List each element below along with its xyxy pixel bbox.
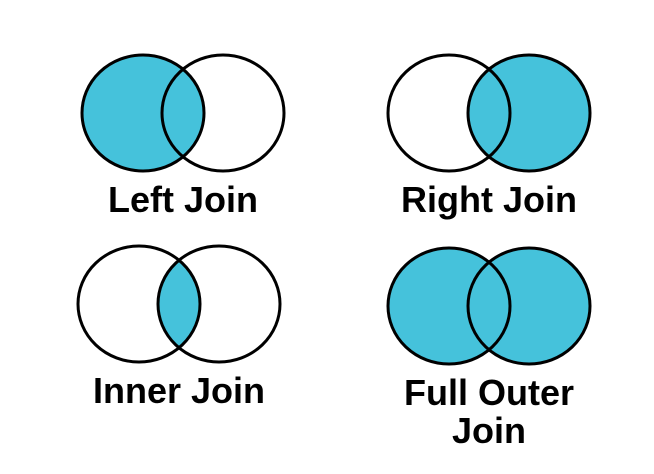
left-circle-fill	[82, 55, 204, 171]
inner-join-venn	[75, 243, 283, 365]
inner-join-label: Inner Join	[92, 370, 266, 411]
right-join-venn	[385, 52, 593, 174]
left-circle-outline	[386, 53, 512, 173]
left-join-label: Left Join	[108, 179, 258, 220]
right-circle-outline	[466, 246, 592, 366]
right-circle-fill	[468, 55, 590, 171]
right-circle-outline	[466, 53, 592, 173]
left-join-card: Left Join	[78, 52, 288, 219]
venn-svg	[386, 53, 592, 173]
venn-svg	[76, 244, 282, 364]
right-join-label: Right Join	[401, 179, 577, 220]
left-circle-outline	[80, 53, 206, 173]
venn-svg	[80, 53, 286, 173]
right-join-card: Right Join	[384, 52, 594, 219]
right-circle-outline	[160, 53, 286, 173]
right-circle-outline	[156, 244, 282, 364]
full-outer-join-venn	[385, 245, 593, 367]
inner-join-card: Inner Join	[74, 243, 284, 410]
left-join-venn	[79, 52, 287, 174]
full-outer-join-card: Full Outer Join	[384, 245, 594, 450]
intersection-fill	[158, 246, 200, 362]
left-circle-outline	[76, 244, 202, 364]
venn-svg	[386, 246, 592, 366]
right-circle-fill	[468, 248, 590, 364]
full-outer-join-label: Full Outer Join	[404, 372, 574, 452]
left-circle-outline	[386, 246, 512, 366]
